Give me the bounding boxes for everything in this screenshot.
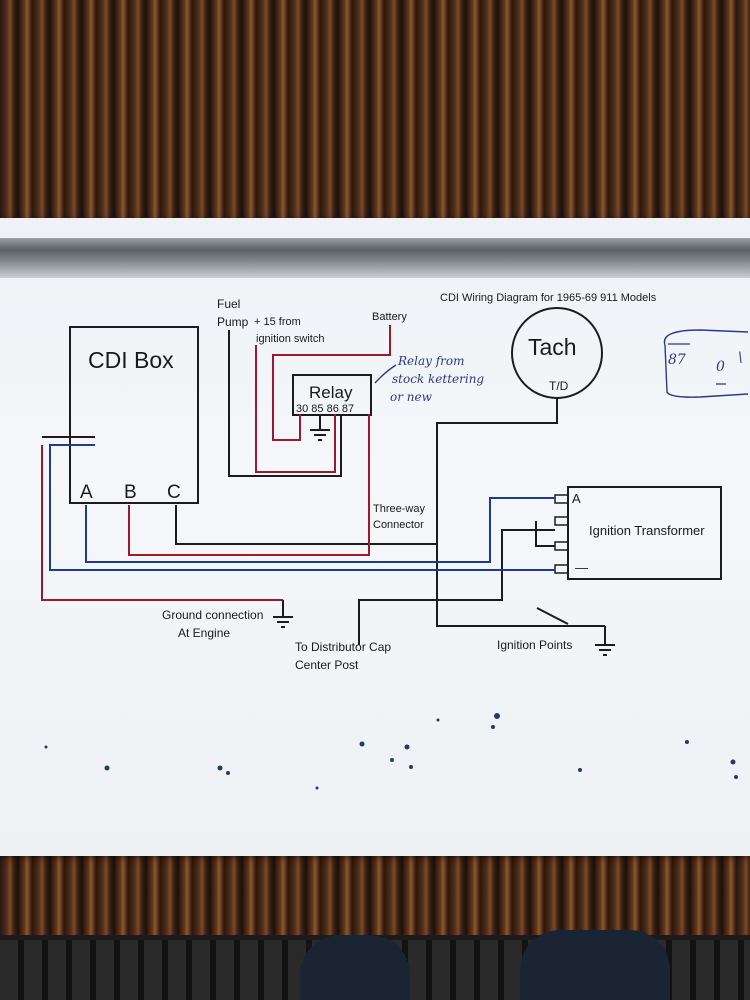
transformer-connector-minus	[554, 564, 569, 574]
fuel-pump-label-2: Pump	[217, 315, 249, 329]
side-note-0: 0	[716, 359, 725, 375]
ignition-points-label: Ignition Points	[497, 638, 572, 652]
cdi-terminal-a: A	[80, 482, 93, 503]
ink-speckles	[44, 713, 738, 790]
cdi-b-wire	[128, 414, 370, 556]
center-post-label: Center Post	[295, 658, 359, 672]
relay-pins: 30 85 86 87	[296, 403, 354, 415]
ground-label: Ground connection	[162, 608, 263, 622]
handwritten-relay-note: Relay from stock kettering or new	[374, 354, 484, 404]
tach-label: Tach	[528, 334, 577, 360]
transformer-jumper	[535, 521, 555, 547]
ignition-switch-wire	[255, 345, 336, 473]
shoe-left	[300, 935, 410, 1000]
at-engine-label: At Engine	[178, 626, 230, 640]
transformer-terminal-a: A	[572, 491, 581, 506]
cdi-terminal-c: C	[167, 482, 181, 503]
cdi-box-outline	[69, 326, 199, 504]
connector-label: Connector	[373, 519, 424, 531]
fuel-pump-label-1: Fuel	[217, 297, 240, 311]
tach-points-wire	[436, 398, 605, 627]
ignition-points-switch-icon	[536, 607, 569, 625]
handwritten-line-3: or new	[390, 390, 433, 404]
side-note-mark: \	[738, 350, 743, 366]
side-note-87: 87	[668, 352, 686, 368]
plus15-label: + 15 from	[254, 316, 301, 328]
cdi-c-wire	[175, 505, 437, 545]
relay-label: Relay	[309, 383, 353, 402]
fuel-pump-wire	[228, 330, 342, 477]
cdi-minus-wire	[49, 444, 555, 571]
paper-print-band	[0, 238, 750, 278]
black-wires	[175, 330, 605, 645]
transformer-connector-a	[554, 494, 569, 504]
battery-label: Battery	[372, 311, 407, 323]
battery-wire	[272, 325, 391, 441]
red-wires	[41, 325, 391, 601]
relay-outline	[292, 374, 372, 416]
points-ground-icon	[595, 626, 615, 656]
paper-sheet	[0, 218, 750, 856]
ignition-transformer-outline	[567, 486, 722, 580]
cdi-box-label: CDI Box	[88, 347, 174, 373]
ignition-transformer-label: Ignition Transformer	[589, 523, 705, 538]
transformer-connector-2	[554, 516, 569, 526]
distributor-wire	[358, 529, 555, 645]
three-way-label: Three-way	[373, 503, 425, 515]
ignition-switch-label: ignition switch	[256, 333, 324, 345]
cdi-a-wire	[85, 497, 555, 563]
ground-wire	[41, 445, 283, 601]
shoe-right	[520, 930, 670, 1000]
ground-symbols	[273, 415, 615, 656]
relay-ground-icon	[310, 415, 330, 441]
blue-wires	[42, 436, 555, 571]
transformer-terminal-minus: —	[575, 560, 588, 575]
distributor-label: To Distributor Cap	[295, 640, 391, 654]
handwritten-line-2: stock kettering	[392, 372, 484, 386]
engine-ground-icon	[273, 600, 293, 628]
handwritten-side-note: 87 0 \	[663, 329, 749, 398]
handwritten-line-1: Relay from	[397, 354, 465, 368]
cdi-terminal-b: B	[124, 482, 137, 503]
diagram-title: CDI Wiring Diagram for 1965-69 911 Model…	[440, 292, 657, 304]
tach-terminal: T/D	[549, 379, 569, 393]
transformer-connector-3	[554, 541, 569, 551]
